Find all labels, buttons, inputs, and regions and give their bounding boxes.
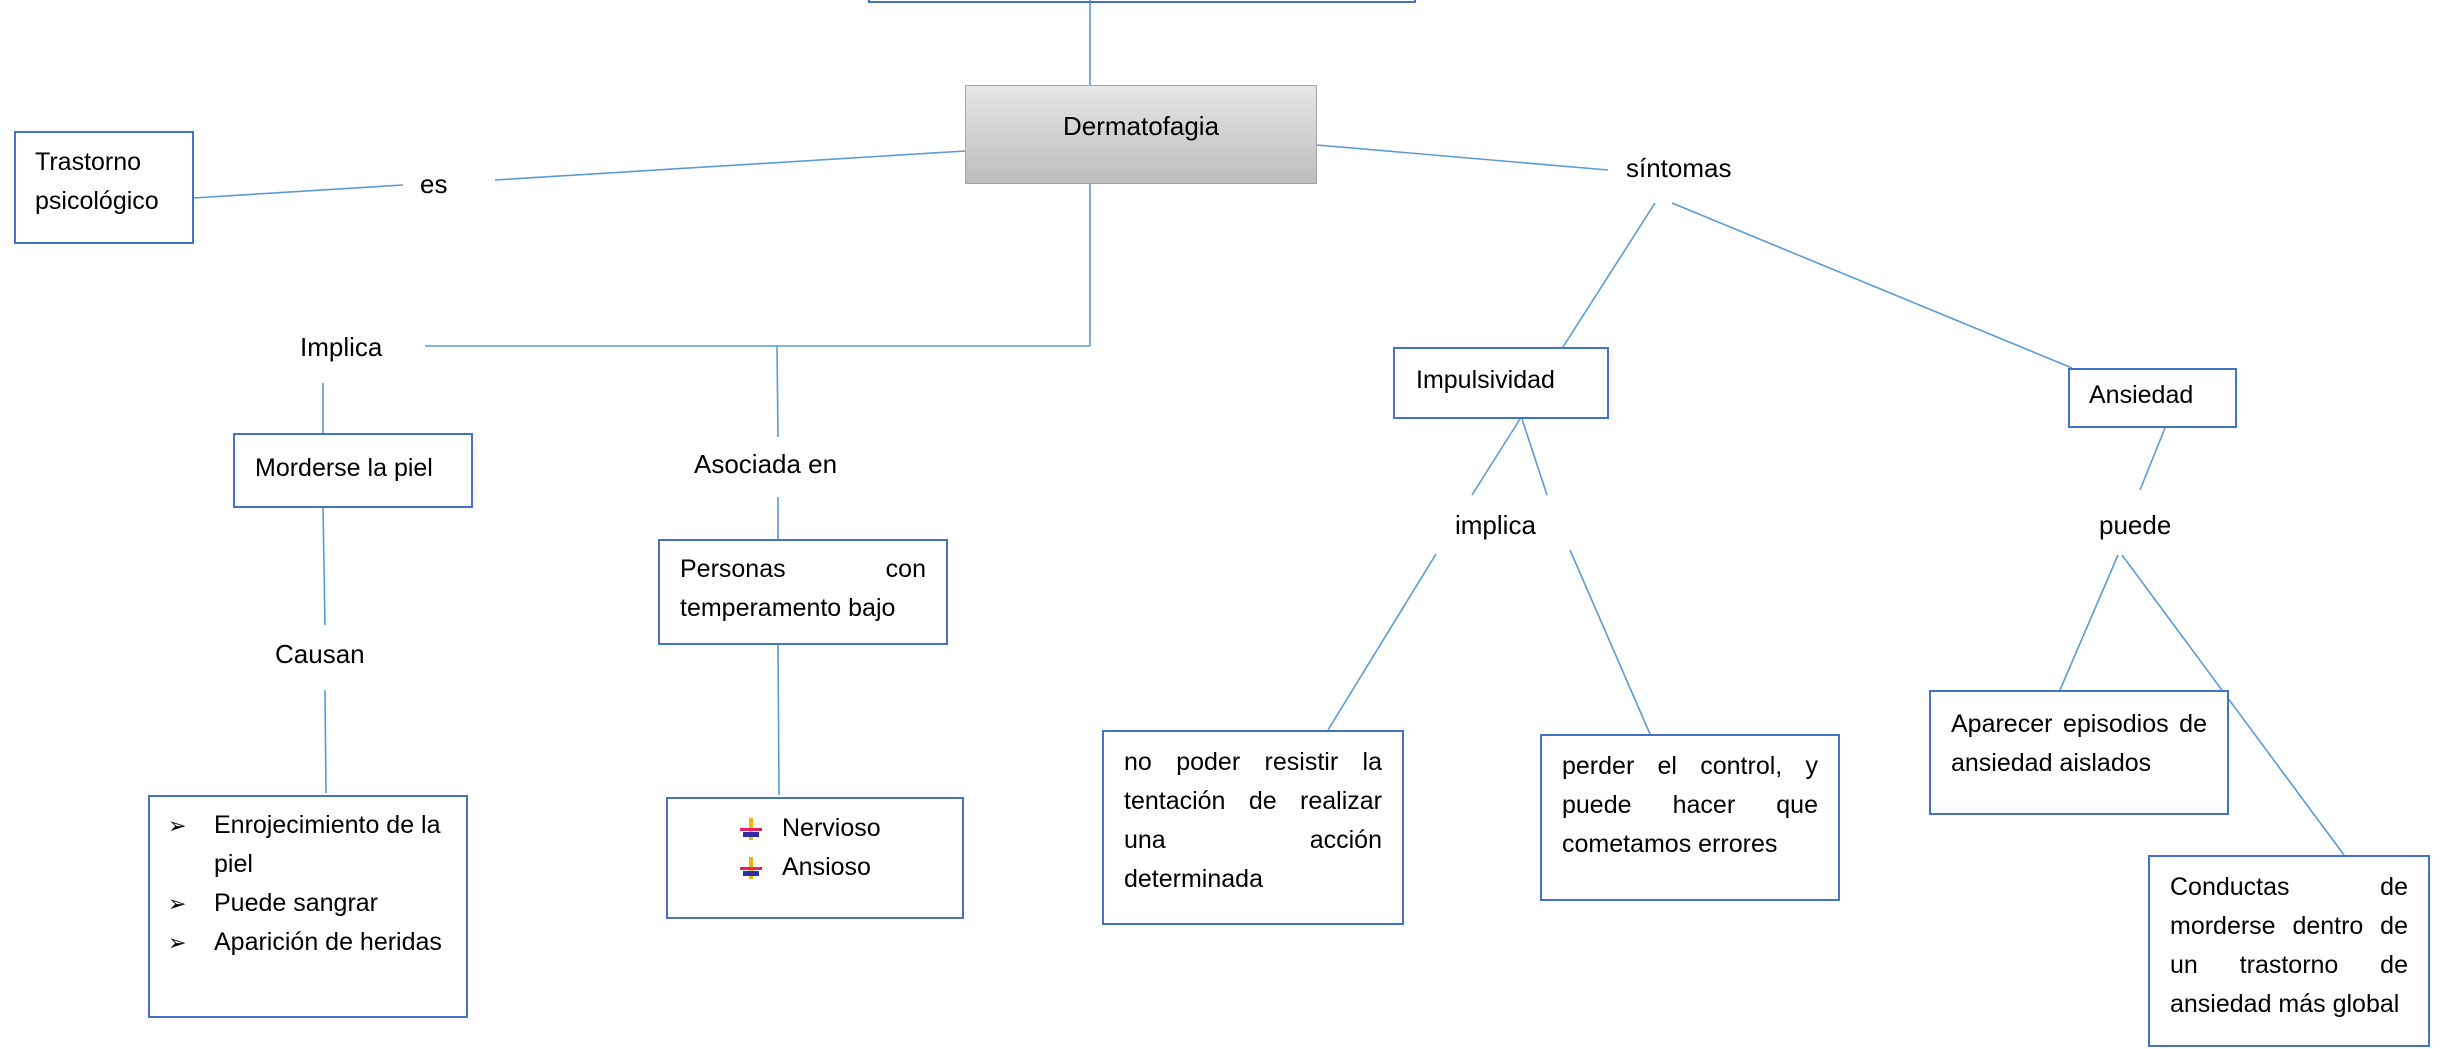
impulsividad-text: Impulsividad <box>1416 366 1555 394</box>
label-asociada-en: Asociada en <box>694 448 838 480</box>
trastorno-psicologico-box: Trastorno psicológico <box>14 131 194 244</box>
personas-line-2: temperamento bajo <box>680 594 896 622</box>
list-item: ➢Puede sangrar <box>160 884 456 923</box>
central-concept-title: Dermatofagia <box>1062 111 1220 141</box>
label-implica-impulsividad: implica <box>1455 509 1536 541</box>
list-item: Nervioso <box>668 809 962 848</box>
list-item: Ansioso <box>668 848 962 887</box>
morderse-text: Morderse la piel <box>255 454 433 482</box>
estados-list: Nervioso Ansioso <box>668 809 962 887</box>
trastorno-line-2: psicológico <box>35 187 159 215</box>
top-node-box <box>868 0 1416 3</box>
arrowhead-bullet-icon: ➢ <box>168 930 187 955</box>
aparecer-text: Aparecer episodios de ansiedad aislados <box>1951 710 2207 777</box>
ansiedad-box: Ansiedad <box>2068 368 2237 428</box>
efectos-list: ➢Enrojecimiento de la piel ➢Puede sangra… <box>160 806 456 962</box>
colored-plus-bullet-icon <box>740 818 762 840</box>
morderse-la-piel-box: Morderse la piel <box>233 433 473 508</box>
arrowhead-bullet-icon: ➢ <box>168 813 187 838</box>
arrowhead-bullet-icon: ➢ <box>168 891 187 916</box>
personas-line-1: Personas con <box>680 555 926 583</box>
perder-control-box: perder el control, y puede hacer que com… <box>1540 734 1840 901</box>
central-concept-box: Dermatofagia <box>965 85 1317 184</box>
list-item: ➢Aparición de heridas <box>160 923 456 962</box>
label-puede: puede <box>2099 509 2172 541</box>
conductas-box: Conductas de morderse dentro de un trast… <box>2148 855 2430 1047</box>
impulsividad-box: Impulsividad <box>1393 347 1609 419</box>
personas-temperamento-box: Personas con temperamento bajo <box>658 539 948 645</box>
conductas-text: Conductas de morderse dentro de un trast… <box>2170 873 2408 1018</box>
label-implica: Implica <box>300 331 383 363</box>
aparecer-episodios-box: Aparecer episodios de ansiedad aislados <box>1929 690 2229 815</box>
label-sintomas: síntomas <box>1626 152 1732 184</box>
colored-plus-bullet-icon <box>740 857 762 879</box>
list-item: ➢Enrojecimiento de la piel <box>160 806 456 884</box>
estados-box: Nervioso Ansioso <box>666 797 964 919</box>
label-causan: Causan <box>275 638 365 670</box>
no-poder-resistir-box: no poder resistir la tentación de realiz… <box>1102 730 1404 925</box>
perder-text: perder el control, y puede hacer que com… <box>1562 752 1818 858</box>
label-es: es <box>420 168 448 200</box>
efectos-box: ➢Enrojecimiento de la piel ➢Puede sangra… <box>148 795 468 1018</box>
ansiedad-text: Ansiedad <box>2089 381 2194 409</box>
no-poder-text: no poder resistir la tentación de realiz… <box>1124 748 1382 893</box>
trastorno-line-1: Trastorno <box>35 148 142 176</box>
